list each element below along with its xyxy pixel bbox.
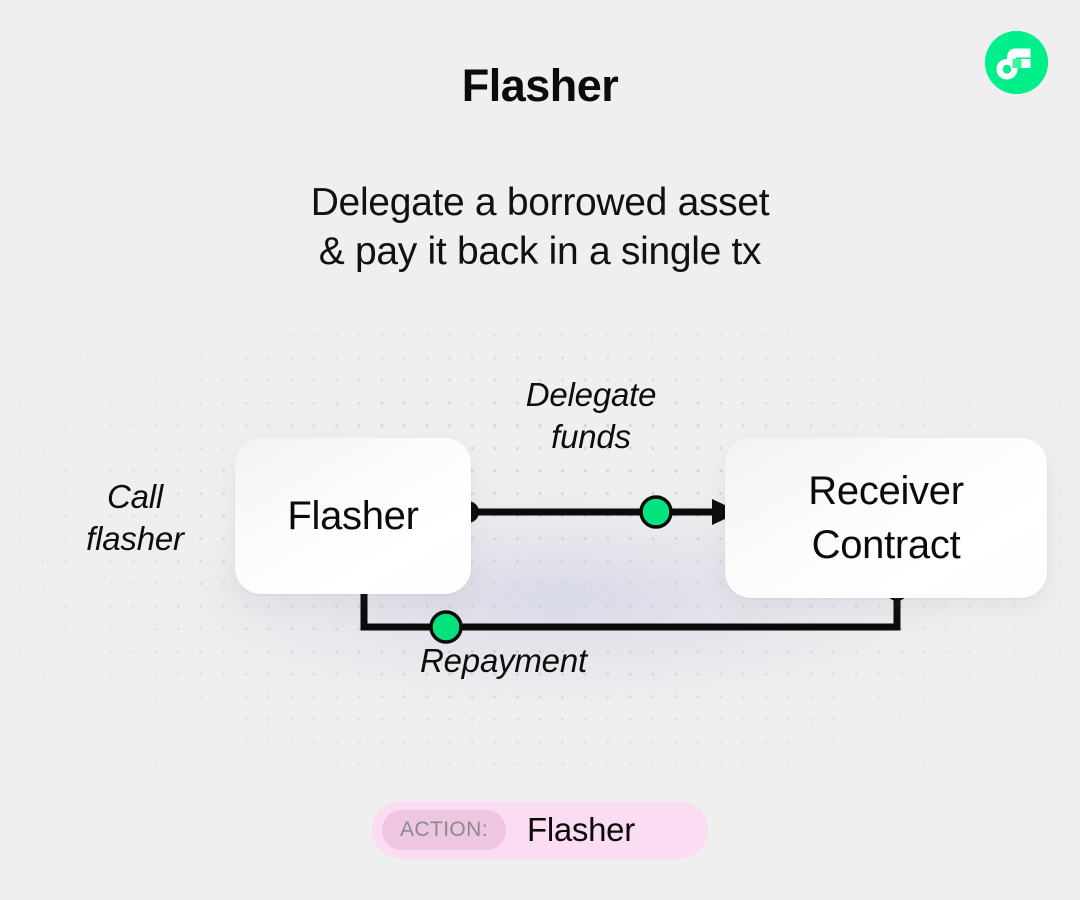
action-badge-prefix: ACTION: [382, 810, 506, 850]
edge-label-delegate-line-2: funds [551, 418, 631, 455]
action-badge-value: Flasher [526, 811, 635, 848]
flow-logo [985, 31, 1048, 94]
edge-label-delegate-line-1: Delegate [525, 376, 657, 413]
action-badge[interactable]: ACTION: Flasher [372, 801, 708, 859]
edge-repayment-token [429, 610, 463, 644]
edge-label-delegate-funds: Delegate funds [460, 374, 722, 458]
node-receiver-label: Receiver Contract [808, 464, 964, 572]
subtitle-line-2: & pay it back in a single tx [318, 230, 762, 273]
page-title: Flasher [461, 60, 619, 111]
edge-label-call-line-2: flasher [86, 520, 184, 557]
node-receiver-label-line-1: Receiver [808, 469, 964, 513]
node-receiver-label-line-2: Contract [811, 523, 961, 567]
flow-diagram: Flasher Receiver Contract Delegate funds… [0, 318, 1080, 778]
edge-label-call-line-1: Call [106, 478, 164, 515]
subtitle-line-1: Delegate a borrowed asset [310, 181, 770, 224]
edge-label-call-flasher: Call flasher [35, 476, 235, 560]
edge-repayment-line [360, 586, 901, 631]
node-flasher[interactable]: Flasher [235, 438, 471, 594]
edge-delegate-token [639, 495, 673, 529]
node-receiver-contract[interactable]: Receiver Contract [725, 438, 1047, 598]
diagram-wires [351, 495, 908, 644]
page-subtitle: Delegate a borrowed asset & pay it back … [0, 178, 1080, 276]
node-flasher-label: Flasher [287, 494, 419, 538]
edge-label-repayment: Repayment [420, 642, 587, 679]
